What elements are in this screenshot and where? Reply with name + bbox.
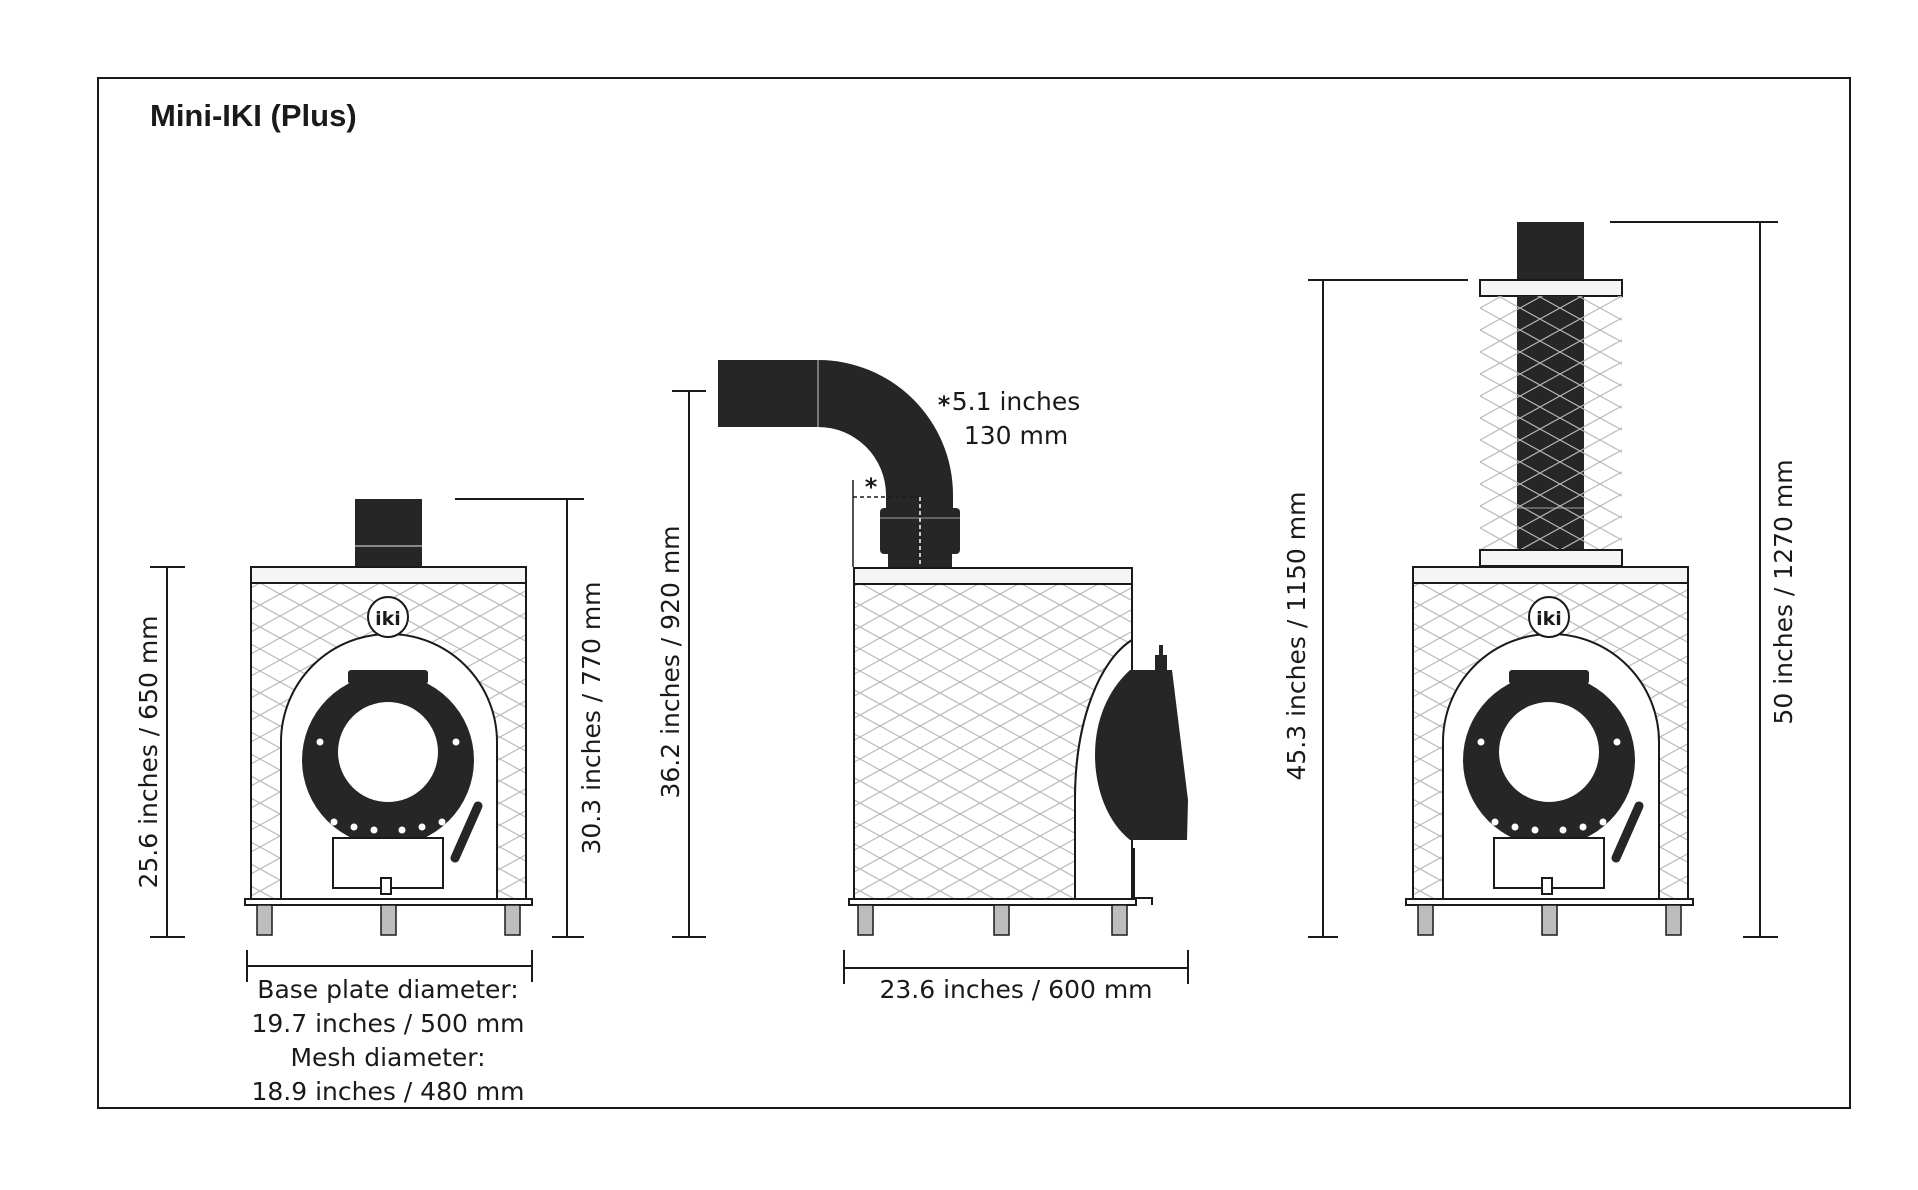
front-flue-pipe <box>355 499 422 567</box>
front-base-label-2: 19.7 inches / 500 mm <box>251 1009 524 1038</box>
front-leg-left <box>256 904 273 936</box>
plus-chimney-bottom-ring <box>1479 549 1623 567</box>
side-leg-right <box>1111 904 1128 936</box>
plus-logo <box>1528 596 1570 638</box>
side-leg-middle <box>993 904 1010 936</box>
front-total-height-label: 30.3 inches / 770 mm <box>577 581 606 854</box>
side-top-cap <box>853 567 1133 585</box>
side-base-plate <box>848 898 1137 906</box>
plus-leg-right <box>1665 904 1682 936</box>
plus-leg-middle <box>1541 904 1558 936</box>
side-height-dimension <box>672 390 706 938</box>
side-offset-asterisk: * <box>865 473 878 501</box>
plus-view: iki 45.3 inches / 1150 mm 5 <box>1282 221 1798 938</box>
side-offset-marker <box>852 480 921 567</box>
front-height-label: 25.6 inches / 650 mm <box>134 615 163 888</box>
plus-total-height-dimension <box>1610 221 1778 938</box>
side-pipe-label-2: 130 mm <box>964 421 1068 450</box>
front-height-dimension <box>150 566 185 938</box>
front-view: iki 25.6 inches / 650 mm <box>134 498 606 1106</box>
diagram-title: Mini-IKI (Plus) <box>150 98 357 133</box>
side-door <box>1095 670 1188 840</box>
side-door-knob <box>1155 655 1167 670</box>
side-leg-left <box>857 904 874 936</box>
side-drawer-handle <box>1133 848 1153 905</box>
front-logo-text: iki <box>375 608 401 630</box>
front-leg-right <box>504 904 521 936</box>
plus-chimney-top <box>1517 222 1584 284</box>
side-pipe-asterisk: * <box>938 391 951 419</box>
side-height-label: 36.2 inches / 920 mm <box>656 525 685 798</box>
front-base-label-1: Base plate diameter: <box>257 975 518 1004</box>
side-pipe-coupling <box>880 508 960 554</box>
plus-base-plate <box>1405 898 1694 906</box>
front-base-plate <box>244 898 533 906</box>
side-view: * * 5.1 inches 130 mm 36.2 inches / 920 … <box>656 360 1189 1004</box>
plus-lever <box>1611 801 1644 863</box>
plus-height-dimension <box>1308 279 1468 938</box>
front-leg-middle <box>380 904 397 936</box>
front-logo <box>367 596 409 638</box>
front-base-width-dimension <box>246 950 533 982</box>
front-total-height-dimension <box>455 498 584 938</box>
front-door-window <box>338 702 438 802</box>
front-mesh-label-2: 18.9 inches / 480 mm <box>251 1077 524 1106</box>
plus-total-height-label: 50 inches / 1270 mm <box>1769 459 1798 724</box>
side-pipe-label-1: 5.1 inches <box>952 387 1081 416</box>
side-width-label: 23.6 inches / 600 mm <box>879 975 1152 1004</box>
front-top-cap <box>250 566 527 584</box>
plus-top-cap <box>1412 566 1689 584</box>
side-width-dimension <box>843 950 1189 984</box>
front-mesh-label-1: Mesh diameter: <box>290 1043 485 1072</box>
plus-height-label: 45.3 inches / 1150 mm <box>1282 492 1311 781</box>
plus-chimney-mesh <box>1480 296 1622 550</box>
front-lever <box>450 801 483 863</box>
side-elbow-pipe <box>718 360 953 510</box>
plus-leg-left <box>1417 904 1434 936</box>
plus-chimney-top-ring <box>1479 279 1623 297</box>
plus-door-window <box>1499 702 1599 802</box>
plus-logo-text: iki <box>1536 608 1562 630</box>
diagram-frame <box>97 77 1851 1109</box>
